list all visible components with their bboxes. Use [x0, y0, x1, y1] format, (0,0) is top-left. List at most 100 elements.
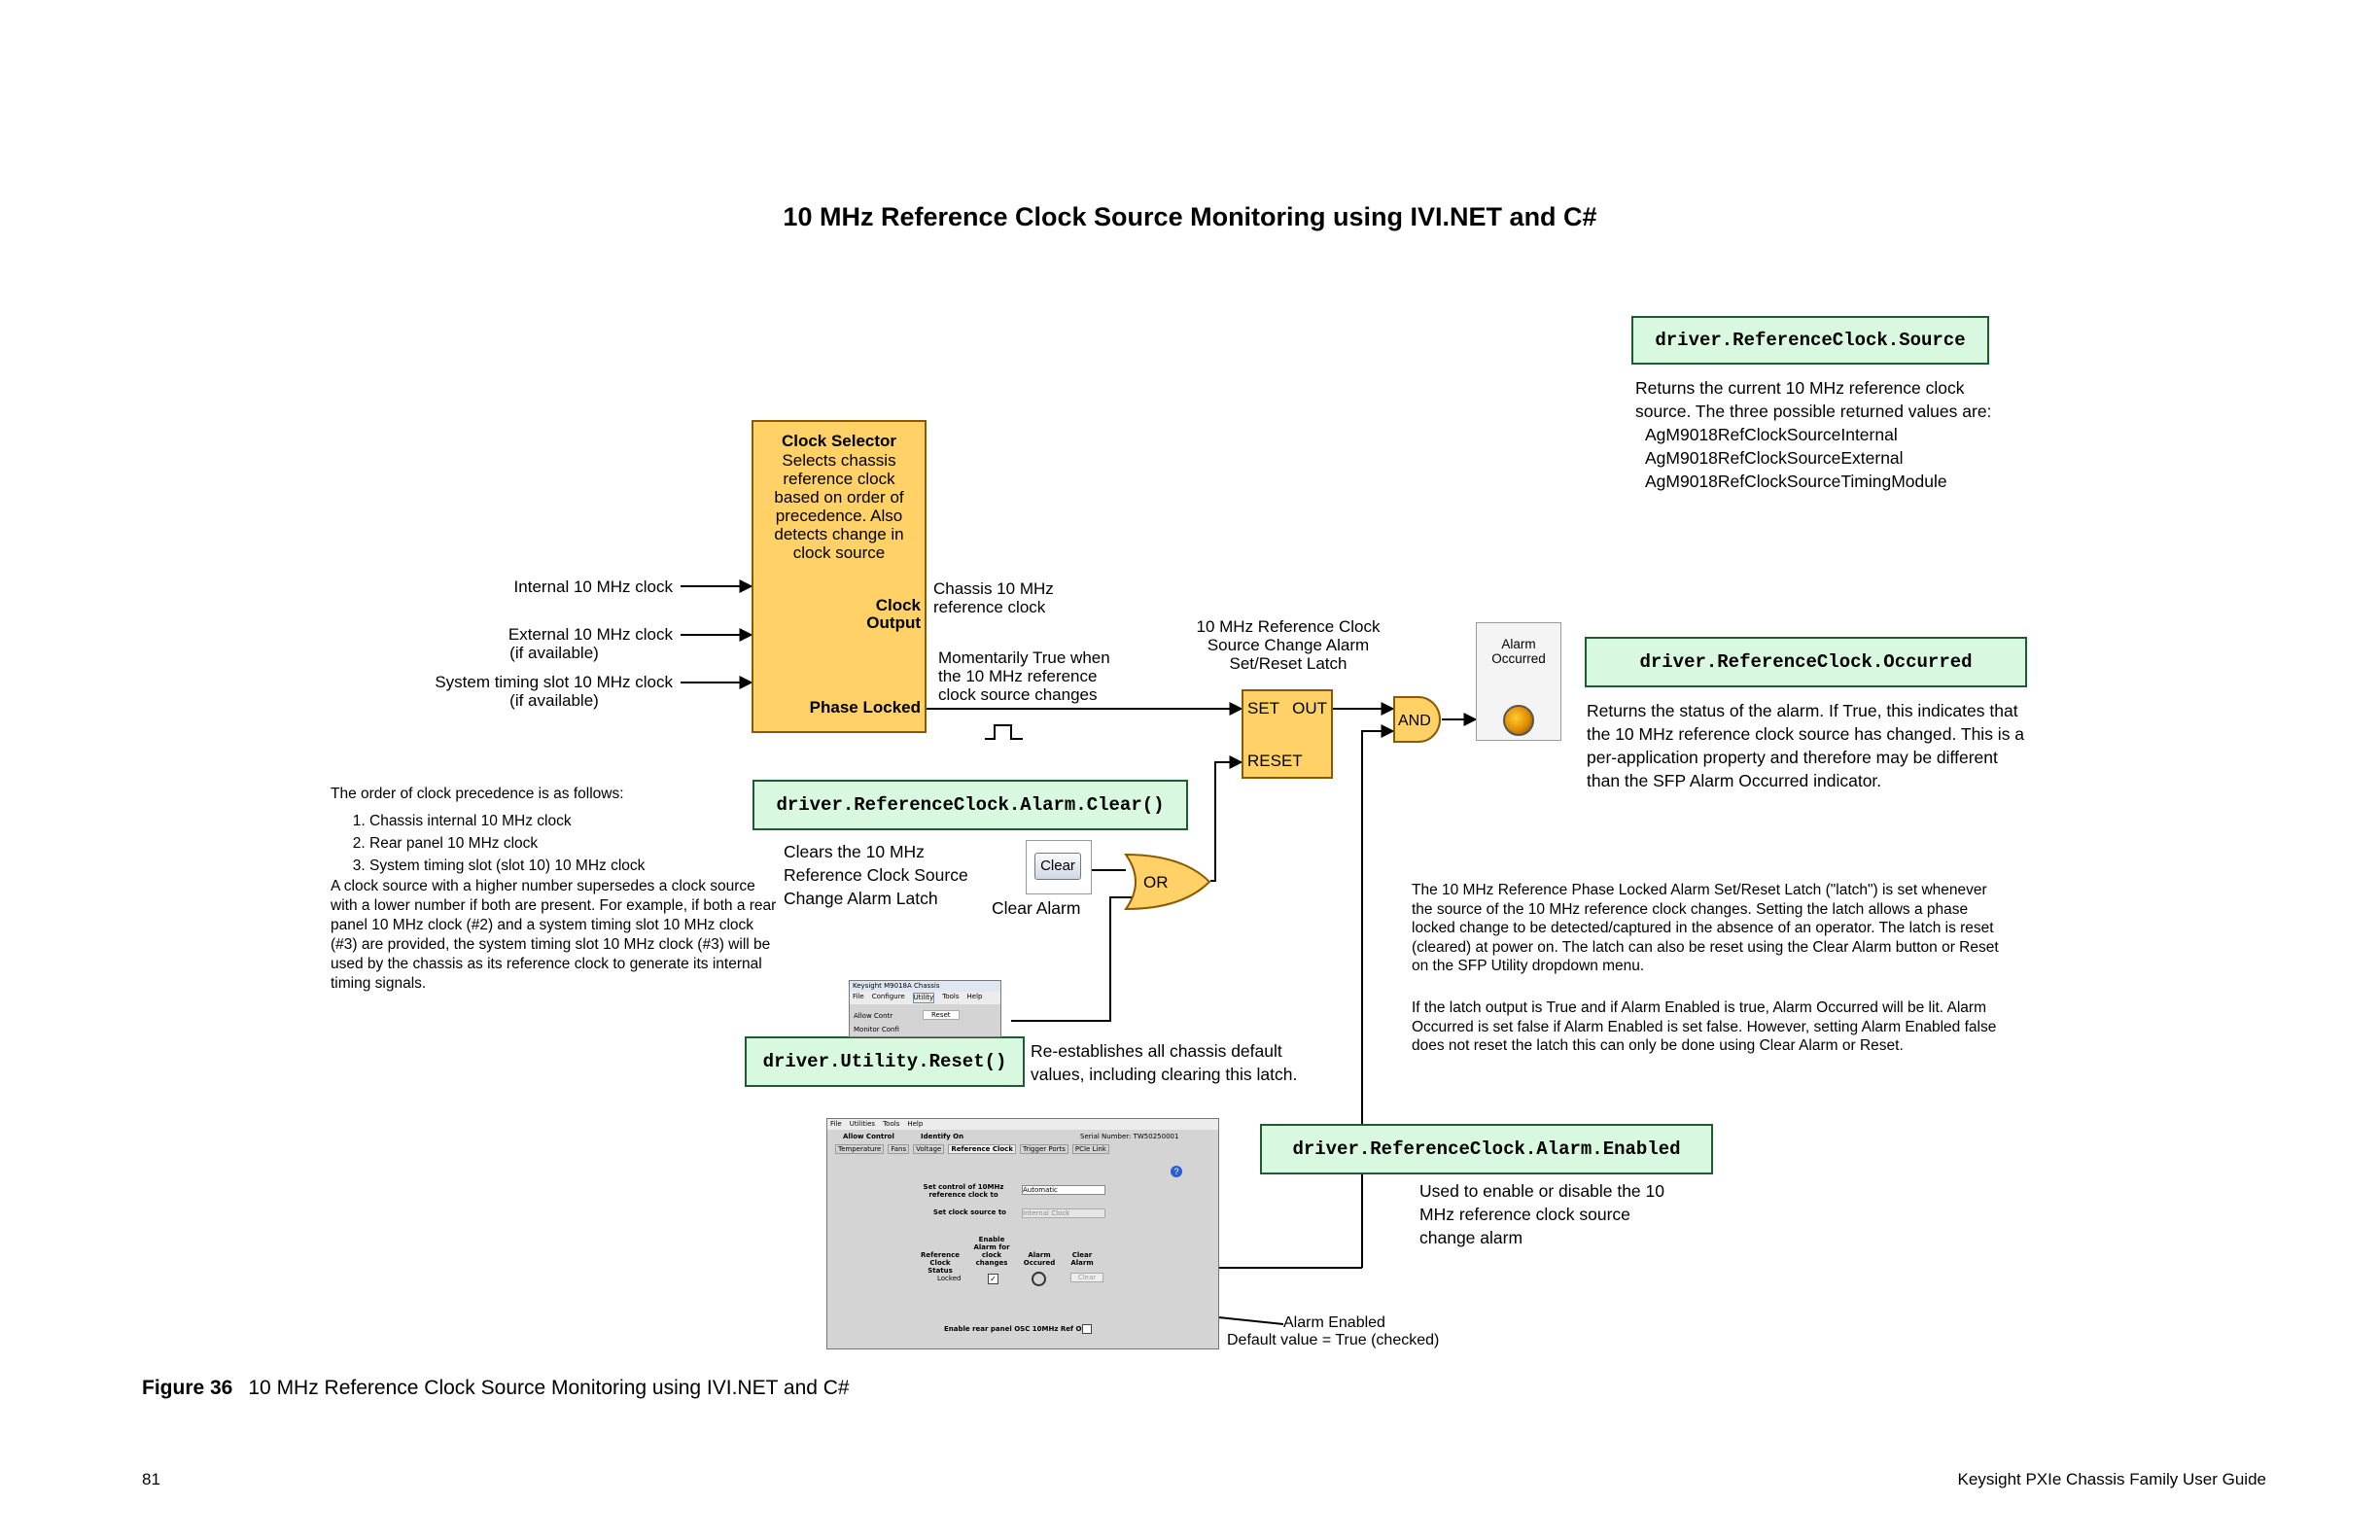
sfp-menu-bar: File Utilities Tools Help: [827, 1119, 1218, 1130]
utility-menu-item[interactable]: Configure: [871, 993, 905, 1000]
api-source: driver.ReferenceClock.Source: [1631, 316, 1989, 365]
sfp-tab[interactable]: PCIe Link: [1071, 1144, 1109, 1154]
enabled-description: Used to enable or disable the 10 MHz ref…: [1419, 1181, 1664, 1247]
source-value-internal: AgM9018RefClockSourceInternal: [1645, 425, 1898, 444]
input-system: System timing slot 10 MHz clock: [435, 673, 673, 691]
sfp-tab[interactable]: Fans: [888, 1144, 910, 1154]
alarm-led-icon: [1503, 705, 1534, 736]
diagram-title: 10 MHz Reference Clock Source Monitoring…: [783, 202, 1597, 231]
sfp-identify-on[interactable]: Identify On: [921, 1133, 964, 1140]
precedence-list: Chassis internal 10 MHz clock Rear panel…: [331, 810, 778, 877]
clock-selector-heading: Clock Selector: [781, 432, 897, 450]
input-external-note: (if available): [509, 644, 599, 662]
sfp-alarm-occured: Alarm Occured: [1023, 1251, 1056, 1267]
input-system-note: (if available): [509, 691, 599, 710]
rear-panel-checkbox[interactable]: [1082, 1324, 1092, 1334]
sfp-menu-item[interactable]: Help: [907, 1120, 924, 1128]
momentary-label: Momentarily True when the 10 MHz referen…: [938, 648, 1110, 704]
enabled-note: If the latch output is True and if Alarm…: [1412, 999, 1997, 1054]
figure-text: 10 MHz Reference Clock Source Monitoring…: [248, 1377, 850, 1399]
or-gate: OR: [1124, 853, 1211, 911]
sfp-menu-item[interactable]: Tools: [883, 1120, 900, 1128]
sfp-menu-item[interactable]: File: [830, 1120, 842, 1128]
page-number: 81: [142, 1470, 160, 1488]
utility-reset-item[interactable]: Reset: [923, 1010, 960, 1020]
utility-shot-menu: File Configure Utility Tools Help: [850, 992, 1000, 1004]
sfp-source-select[interactable]: Internal Clock: [1022, 1208, 1105, 1218]
api-alarm-enabled: driver.ReferenceClock.Alarm.Enabled: [1260, 1124, 1713, 1174]
sfp-serial: Serial Number: TW50250001: [1080, 1133, 1179, 1140]
latch-out: OUT: [1292, 699, 1327, 718]
figure-caption: Figure 36 10 MHz Reference Clock Source M…: [142, 1377, 850, 1400]
sfp-locked: Locked: [937, 1275, 962, 1282]
source-desc-line2: source. The three possible returned valu…: [1635, 402, 1992, 421]
sfp-clear-alarm: Clear Alarm: [1070, 1251, 1094, 1267]
api-utility-reset: driver.Utility.Reset(): [745, 1036, 1025, 1087]
alarm-enabled-checkbox[interactable]: ✓: [988, 1274, 998, 1284]
latch-set: SET: [1247, 699, 1280, 718]
sfp-rear-panel: Enable rear panel OSC 10MHz Ref Out: [944, 1325, 1090, 1333]
api-alarm-clear: driver.ReferenceClock.Alarm.Clear(): [752, 780, 1188, 830]
alarm-enabled-default: Default value = True (checked): [1227, 1332, 1440, 1348]
clock-selector-box: Clock Selector Selects chassis reference…: [752, 420, 927, 733]
utility-allow-control: Allow Contr: [854, 1012, 893, 1020]
precedence-item: Rear panel 10 MHz clock: [369, 832, 778, 855]
source-description: Returns the current 10 MHz reference clo…: [1635, 376, 2044, 493]
utility-menu-item[interactable]: File: [853, 993, 864, 1000]
latch-reset: RESET: [1247, 752, 1303, 770]
phase-locked-label: Phase Locked: [809, 698, 921, 717]
latch-description: The 10 MHz Reference Phase Locked Alarm …: [1412, 882, 1999, 974]
clear-description: Clears the 10 MHz Reference Clock Source…: [784, 842, 968, 908]
alarm-occurred-label: Alarm Occurred: [1491, 637, 1546, 666]
utility-shot-title: Keysight M9018A Chassis: [850, 981, 1000, 992]
precedence-body: A clock source with a higher number supe…: [331, 878, 777, 992]
guide-title: Keysight PXIe Chassis Family User Guide: [1957, 1470, 2266, 1488]
or-gate-label: OR: [1143, 873, 1169, 892]
clear-button[interactable]: Clear: [1034, 853, 1081, 880]
utility-menu-item[interactable]: Tools: [942, 993, 960, 1000]
sfp-tab[interactable]: Reference Clock: [948, 1144, 1016, 1154]
clear-alarm-label: Clear Alarm: [992, 898, 1081, 918]
sfp-set-source: Set clock source to: [932, 1208, 1006, 1216]
source-desc-line1: Returns the current 10 MHz reference clo…: [1635, 378, 1965, 398]
sfp-ref-status: Reference Clock Status: [920, 1251, 960, 1275]
clock-output-label: Clock Output: [866, 596, 921, 632]
source-value-timing-module: AgM9018RefClockSourceTimingModule: [1645, 472, 1947, 491]
precedence-item: System timing slot (slot 10) 10 MHz cloc…: [369, 855, 778, 877]
utility-menu-screenshot: Keysight M9018A Chassis File Configure U…: [849, 980, 1001, 1037]
input-external: External 10 MHz clock: [508, 625, 673, 644]
clock-selector-description: Selects chassis reference clock based on…: [774, 451, 904, 562]
sfp-set-control: Set control of 10MHz reference clock to: [923, 1183, 1004, 1199]
and-gate-label: AND: [1398, 713, 1431, 729]
api-occurred: driver.ReferenceClock.Occurred: [1585, 637, 2027, 687]
alarm-occurred-indicator: Alarm Occurred: [1476, 622, 1561, 741]
source-value-external: AgM9018RefClockSourceExternal: [1645, 448, 1904, 468]
sfp-reference-clock-screenshot: File Utilities Tools Help Allow Control …: [826, 1118, 1219, 1349]
clear-button-frame: Clear: [1026, 840, 1092, 894]
occurred-description: Returns the status of the alarm. If True…: [1587, 701, 2025, 790]
sfp-tabs: Temperature Fans Voltage Reference Clock…: [835, 1144, 1109, 1154]
and-gate: AND: [1393, 696, 1441, 743]
utility-menu-item[interactable]: Utility: [912, 993, 935, 1003]
sfp-enable-alarm: Enable Alarm for clock changes: [973, 1236, 1010, 1267]
chassis-ref-label: Chassis 10 MHz reference clock: [933, 579, 1054, 616]
sfp-menu-item[interactable]: Utilities: [849, 1120, 876, 1128]
help-icon[interactable]: ?: [1171, 1166, 1182, 1177]
sfp-allow-control[interactable]: Allow Control: [843, 1133, 894, 1140]
sfp-tab[interactable]: Temperature: [835, 1144, 885, 1154]
latch-caption: 10 MHz Reference Clock Source Change Ala…: [1196, 617, 1381, 673]
precedence-intro: The order of clock precedence is as foll…: [331, 786, 624, 802]
figure-label: Figure 36: [142, 1377, 233, 1399]
sfp-control-select[interactable]: Automatic: [1022, 1185, 1105, 1195]
sfp-tab[interactable]: Trigger Ports: [1019, 1144, 1068, 1154]
reset-description: Re-establishes all chassis default value…: [1031, 1041, 1298, 1084]
precedence-block: The order of clock precedence is as foll…: [331, 785, 778, 994]
alarm-enabled-annotation: Alarm Enabled: [1283, 1314, 1385, 1332]
alarm-enabled-label: Alarm Enabled: [1283, 1314, 1385, 1331]
precedence-item: Chassis internal 10 MHz clock: [369, 810, 778, 832]
sfp-clear-button[interactable]: Clear: [1070, 1273, 1103, 1282]
utility-menu-item[interactable]: Help: [966, 993, 983, 1000]
sfp-tab[interactable]: Voltage: [913, 1144, 945, 1154]
sr-latch: SET OUT RESET: [1242, 689, 1333, 779]
sfp-alarm-led-icon: [1032, 1272, 1046, 1286]
